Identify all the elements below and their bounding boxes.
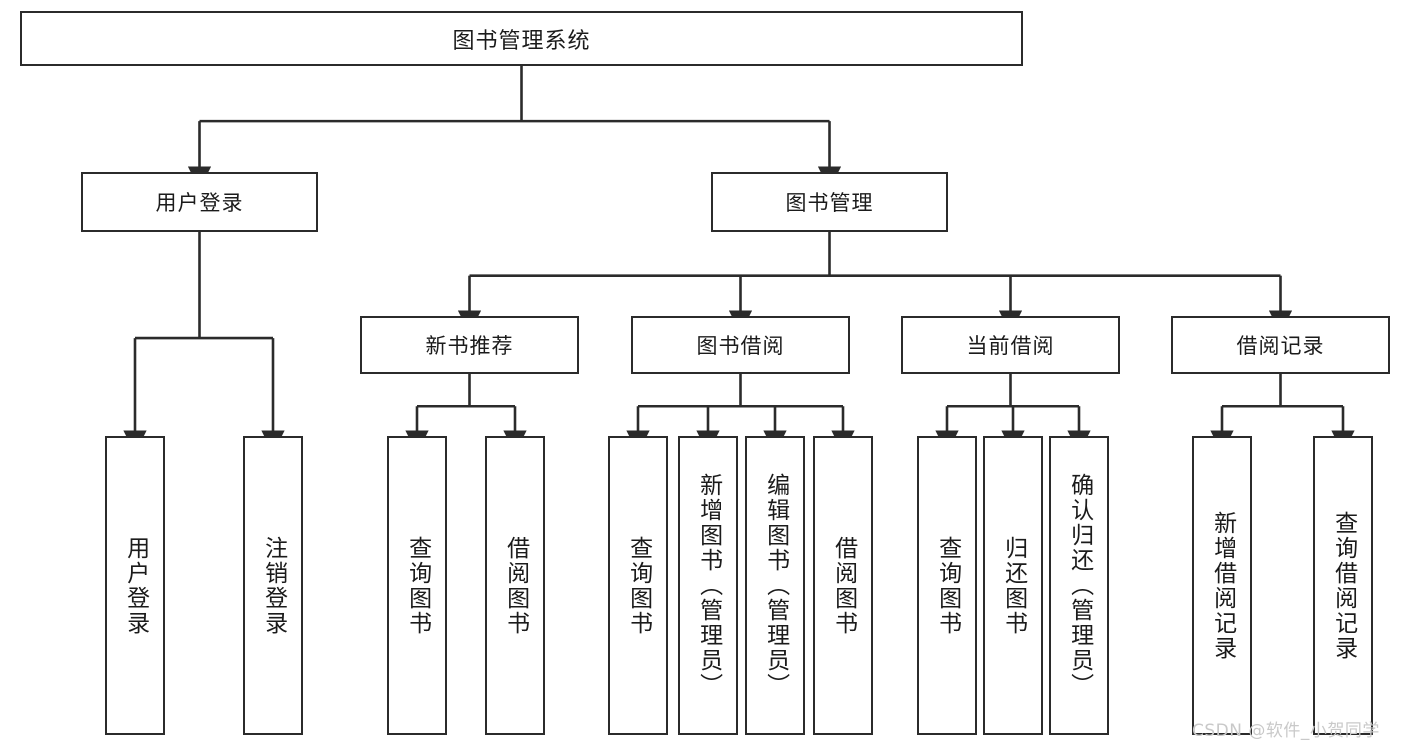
node-book-manage[interactable]: 图书管理: [711, 172, 948, 232]
node-current-borrow-label: 当前借阅: [966, 334, 1055, 358]
node-leaf-edit-book-admin-label: 编辑图书（管理员）: [762, 473, 789, 698]
node-book-borrow[interactable]: 图书借阅: [631, 316, 850, 374]
node-leaf-query-book-1[interactable]: 查询图书: [387, 436, 447, 735]
node-leaf-confirm-return-admin-label: 确认归还（管理员）: [1066, 473, 1093, 698]
node-leaf-add-book-admin-label: 新增图书（管理员）: [695, 473, 722, 698]
node-leaf-query-book-2[interactable]: 查询图书: [608, 436, 668, 735]
node-leaf-return-book[interactable]: 归还图书: [983, 436, 1043, 735]
node-leaf-user-login-label: 用户登录: [122, 535, 149, 636]
node-user-login[interactable]: 用户登录: [81, 172, 318, 232]
node-leaf-query-book-2-label: 查询图书: [625, 535, 652, 636]
node-leaf-return-book-label: 归还图书: [1000, 535, 1027, 636]
node-current-borrow[interactable]: 当前借阅: [901, 316, 1120, 374]
node-leaf-user-login[interactable]: 用户登录: [105, 436, 165, 735]
node-leaf-query-borrow-record[interactable]: 查询借阅记录: [1313, 436, 1373, 735]
node-leaf-borrow-book-2[interactable]: 借阅图书: [813, 436, 873, 735]
node-leaf-add-book-admin[interactable]: 新增图书（管理员）: [678, 436, 738, 735]
node-leaf-edit-book-admin[interactable]: 编辑图书（管理员）: [745, 436, 805, 735]
node-root[interactable]: 图书管理系统: [20, 11, 1023, 66]
node-book-borrow-label: 图书借阅: [696, 334, 785, 358]
node-borrow-record-label: 借阅记录: [1236, 334, 1325, 358]
node-new-book-recommend[interactable]: 新书推荐: [360, 316, 579, 374]
node-leaf-query-book-1-label: 查询图书: [404, 535, 431, 636]
node-user-login-label: 用户登录: [155, 191, 244, 215]
node-leaf-borrow-book-1-label: 借阅图书: [502, 535, 529, 636]
node-leaf-add-borrow-record-label: 新增借阅记录: [1209, 510, 1236, 661]
node-leaf-borrow-book-2-label: 借阅图书: [830, 535, 857, 636]
node-leaf-borrow-book-1[interactable]: 借阅图书: [485, 436, 545, 735]
node-leaf-query-borrow-record-label: 查询借阅记录: [1330, 510, 1357, 661]
node-leaf-logout-login[interactable]: 注销登录: [243, 436, 303, 735]
node-leaf-add-borrow-record[interactable]: 新增借阅记录: [1192, 436, 1252, 735]
node-root-label: 图书管理系统: [452, 28, 591, 54]
watermark-label: CSDN @软件_小贺同学: [1192, 721, 1380, 741]
node-leaf-logout-login-label: 注销登录: [260, 535, 287, 636]
node-leaf-query-book-3-label: 查询图书: [934, 535, 961, 636]
node-book-manage-label: 图书管理: [785, 191, 874, 215]
node-leaf-confirm-return-admin[interactable]: 确认归还（管理员）: [1049, 436, 1109, 735]
node-leaf-query-book-3[interactable]: 查询图书: [917, 436, 977, 735]
node-borrow-record[interactable]: 借阅记录: [1171, 316, 1390, 374]
node-new-book-recommend-label: 新书推荐: [425, 334, 514, 358]
